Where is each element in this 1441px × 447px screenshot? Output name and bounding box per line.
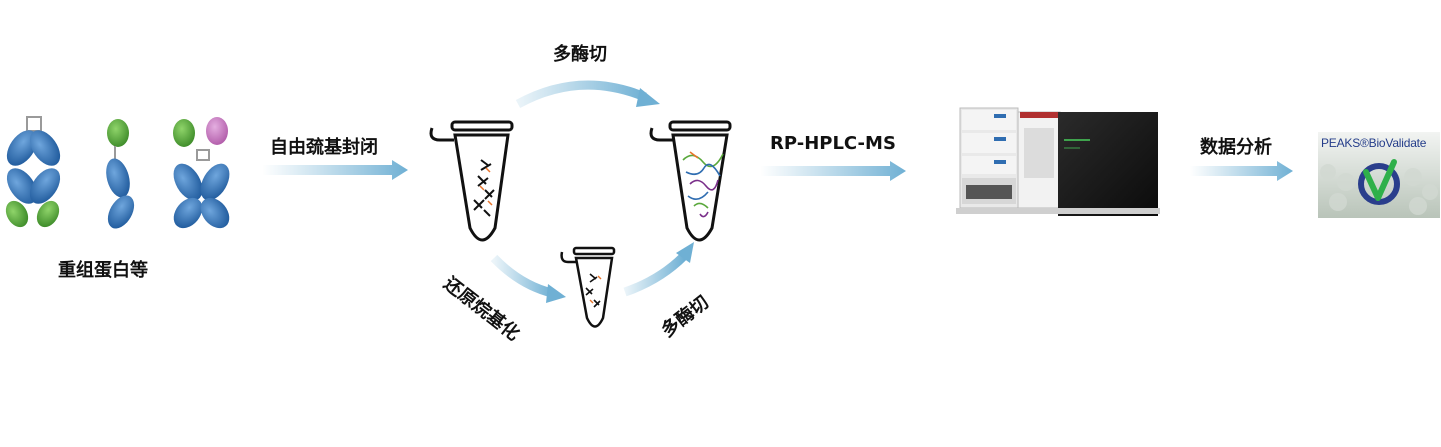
arrow-digest-top: [515, 80, 660, 108]
software-title: PEAKS®BioValidate: [1321, 136, 1427, 150]
software-logo-graphic: [1318, 132, 1440, 218]
bispecific-antibody-icon: [173, 117, 230, 229]
arrow-block: [262, 160, 408, 180]
multi-enzyme-top-label: 多酶切: [553, 44, 607, 65]
arrow-digest-bottom: [623, 242, 694, 297]
eppendorf-tube-icon: [429, 120, 514, 242]
checkmark-icon: [1358, 159, 1400, 205]
arrow-hplc: [760, 161, 906, 181]
rp-hplc-ms-label: RP-HPLC-MS: [770, 133, 896, 154]
antibody-icon: [5, 116, 61, 228]
sulfhydryl-blocking-label: 自由巯基封闭: [270, 137, 378, 158]
eppendorf-tube-icon-digested: [649, 120, 732, 242]
mass-spectrometer-icon: [956, 107, 1160, 216]
data-analysis-label: 数据分析: [1200, 137, 1272, 158]
arrow-reduce: [490, 254, 566, 303]
fusion-protein-icon: [106, 119, 135, 229]
software-logo-icon: PEAKS®BioValidate: [1318, 132, 1440, 218]
eppendorf-tube-icon-small: [560, 246, 616, 328]
arrow-analysis: [1190, 161, 1293, 181]
recombinant-proteins-label: 重组蛋白等: [58, 260, 148, 281]
